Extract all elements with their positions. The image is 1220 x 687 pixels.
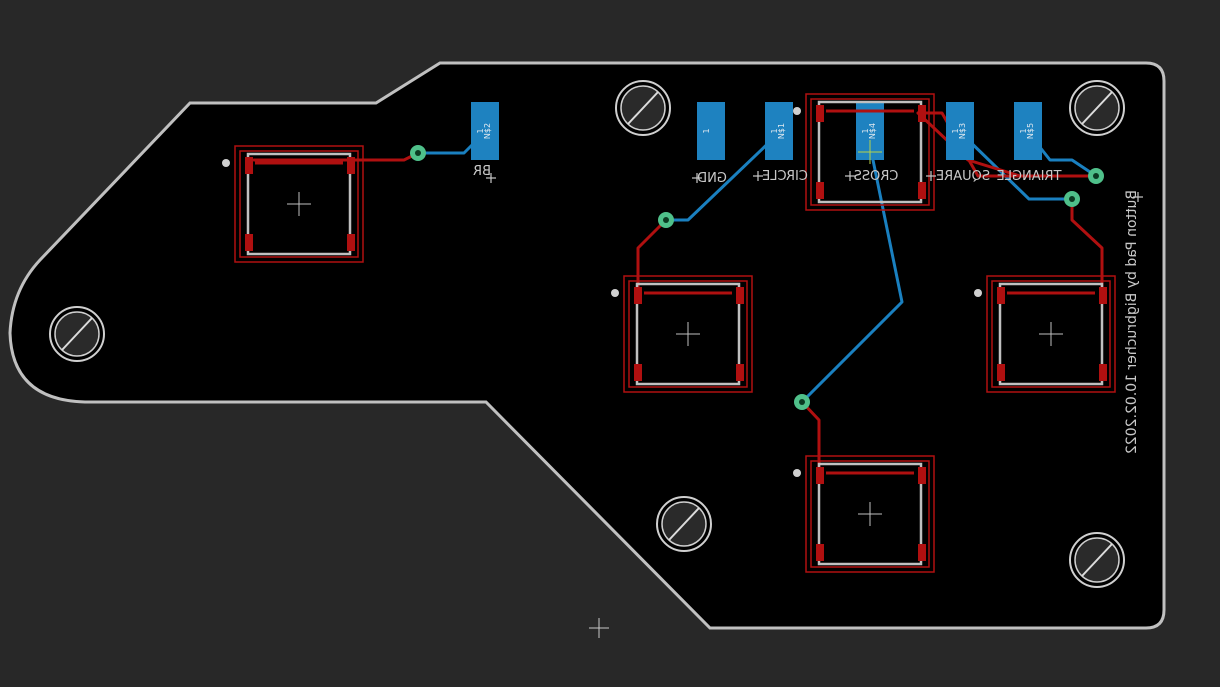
- mounting-hole[interactable]: [615, 80, 671, 136]
- center-cross-icon: [287, 192, 311, 216]
- switch-pad[interactable]: [245, 234, 253, 251]
- center-cross-icon: [1039, 322, 1063, 346]
- mounting-hole[interactable]: [1069, 80, 1125, 136]
- switch-pad[interactable]: [245, 157, 253, 174]
- switch-pad[interactable]: [347, 234, 355, 251]
- switch-pad[interactable]: [816, 182, 824, 199]
- smd-pad-circle[interactable]: 1N$1: [765, 102, 793, 160]
- pin1-marker-icon: [793, 107, 801, 115]
- mounting-hole[interactable]: [656, 496, 712, 552]
- pad-pin-number: 1: [770, 128, 779, 133]
- pad-pin-number: 1: [476, 128, 485, 133]
- pin1-marker-icon: [793, 469, 801, 477]
- credit-silkscreen: Button Pad by Bigbrucher 10.02.2022: [1124, 190, 1140, 454]
- via[interactable]: [658, 212, 674, 228]
- trace-top-circle[interactable]: [636, 218, 668, 295]
- center-cross-icon: [676, 322, 700, 346]
- svg-text:BR: BR: [473, 164, 491, 179]
- switch-pad[interactable]: [997, 364, 1005, 381]
- mounting-hole[interactable]: [1069, 532, 1125, 588]
- via[interactable]: [794, 394, 810, 410]
- pad-pin-number: 1: [1019, 128, 1028, 133]
- svg-text:CROSS: CROSS: [854, 169, 899, 184]
- smd-pad-gnd[interactable]: 1: [697, 102, 725, 160]
- switch-pad[interactable]: [816, 544, 824, 561]
- pad-label-cross: CROSS: [854, 169, 899, 184]
- smd-pad-square[interactable]: 1N$3: [946, 102, 974, 160]
- switch-cross[interactable]: [793, 455, 935, 573]
- svg-text:Button Pad by Bigbrucher 10.02: Button Pad by Bigbrucher 10.02.2022: [1124, 190, 1140, 454]
- pad-net-name: N$4: [868, 123, 877, 139]
- switch-pad[interactable]: [347, 157, 355, 174]
- pad-net-name: N$1: [777, 123, 786, 139]
- via[interactable]: [410, 145, 426, 161]
- pin1-marker-icon: [974, 289, 982, 297]
- switch-pad[interactable]: [736, 287, 744, 304]
- center-cross-icon: [858, 140, 882, 164]
- pad-label-gnd: GND: [697, 171, 727, 186]
- center-cross-icon: [858, 502, 882, 526]
- switch-pad[interactable]: [1099, 364, 1107, 381]
- switch-pad[interactable]: [634, 364, 642, 381]
- switch-triangle[interactable]: [974, 275, 1116, 393]
- pad-net-name: N$2: [483, 123, 492, 139]
- switch-pad[interactable]: [918, 467, 926, 484]
- switch-pad[interactable]: [736, 364, 744, 381]
- pin1-marker-icon: [611, 289, 619, 297]
- polarity-plus-icon: [486, 173, 496, 183]
- pad-pin-number: 1: [702, 128, 711, 133]
- polarity-plus-icon: [1133, 192, 1143, 202]
- switch-circle[interactable]: [611, 275, 753, 393]
- origin-crosshair-icon: [589, 618, 609, 638]
- switch-br[interactable]: [222, 145, 364, 263]
- svg-text:GND: GND: [697, 171, 727, 186]
- board-outline: [8, 61, 1166, 630]
- pad-label-square: SQUARE: [936, 169, 990, 184]
- switch-pad[interactable]: [918, 544, 926, 561]
- svg-text:CIRCLE: CIRCLE: [762, 169, 808, 184]
- trace-top-triangle-link[interactable]: [1070, 197, 1104, 295]
- svg-text:TRIANGLE: TRIANGLE: [997, 169, 1063, 184]
- smd-pad-br[interactable]: 1N$2: [471, 102, 499, 160]
- switch-pad[interactable]: [1099, 287, 1107, 304]
- pad-pin-number: 1: [951, 128, 960, 133]
- via[interactable]: [1088, 168, 1104, 184]
- polarity-plus-icon: [926, 171, 936, 181]
- switch-pad[interactable]: [918, 105, 926, 122]
- switch-pad[interactable]: [816, 105, 824, 122]
- pin1-marker-icon: [222, 159, 230, 167]
- switch-pad[interactable]: [997, 287, 1005, 304]
- pad-net-name: N$5: [1026, 123, 1035, 139]
- via[interactable]: [1064, 191, 1080, 207]
- polarity-plus-icon: [845, 171, 855, 181]
- polarity-plus-icon: [692, 173, 702, 183]
- mounting-hole[interactable]: [49, 306, 105, 362]
- pad-label-circle: CIRCLE: [762, 169, 808, 184]
- trace-bottom-square[interactable]: [958, 130, 1074, 201]
- smd-pad-triangle[interactable]: 1N$5: [1014, 102, 1042, 160]
- pad-label-br: BR: [473, 164, 491, 179]
- trace-bottom-cross[interactable]: [800, 158, 904, 404]
- pad-pin-number: 1: [861, 128, 870, 133]
- polarity-plus-icon: [753, 171, 763, 181]
- switch-square[interactable]: [793, 93, 935, 211]
- switch-pad[interactable]: [816, 467, 824, 484]
- svg-text:SQUARE: SQUARE: [936, 169, 990, 184]
- switch-pad[interactable]: [634, 287, 642, 304]
- pad-label-triangle: TRIANGLE: [997, 169, 1063, 184]
- switch-pad[interactable]: [918, 182, 926, 199]
- pad-net-name: N$3: [958, 123, 967, 139]
